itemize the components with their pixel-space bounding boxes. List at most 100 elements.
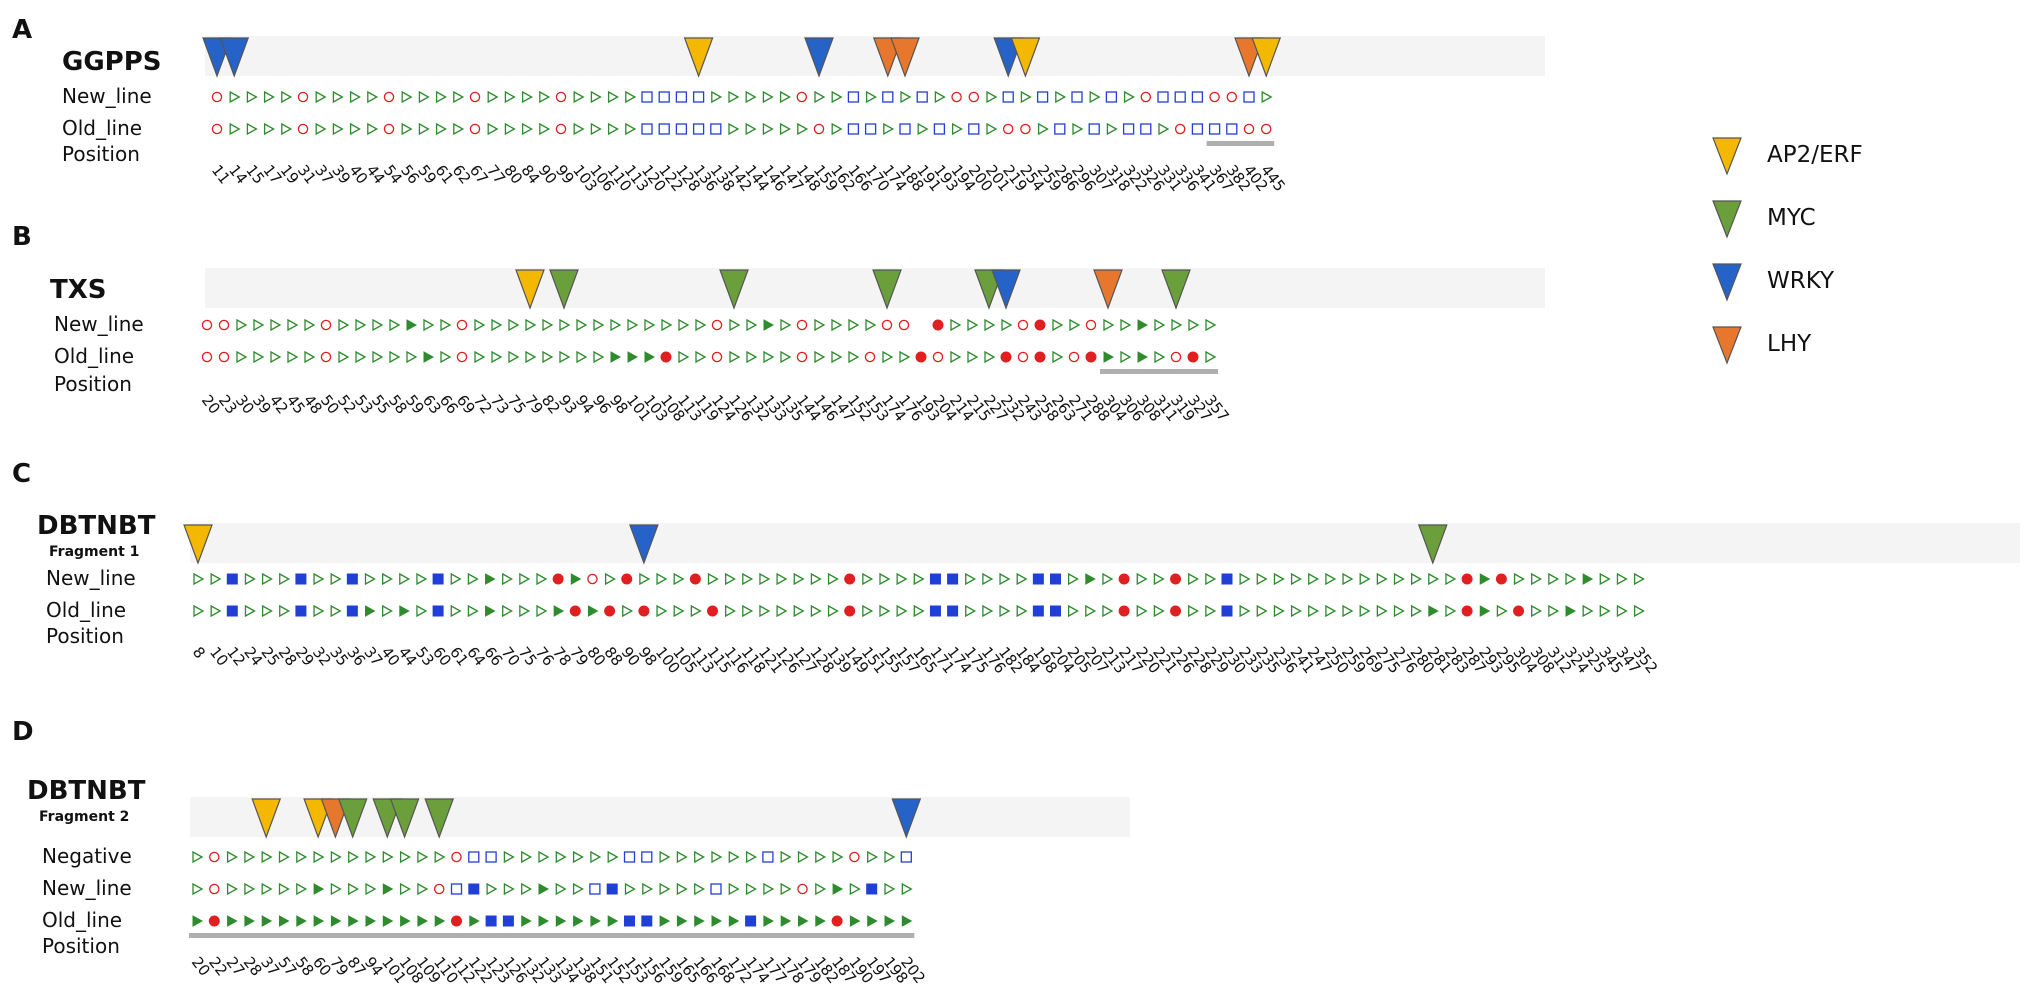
filled-square-mark (295, 605, 307, 617)
filled-circle-mark (1513, 605, 1525, 617)
filled-circle-mark (707, 605, 718, 617)
tf-binding-site-marker (515, 269, 545, 310)
open-triangle-mark (365, 882, 377, 896)
row-label: New_line (42, 876, 132, 900)
open-square-mark (1191, 91, 1204, 103)
filled-triangle-mark (815, 915, 826, 927)
filled-triangle-mark (587, 605, 599, 617)
filled-triangle-mark (728, 915, 740, 927)
open-triangle-mark (797, 850, 809, 864)
open-circle-mark (711, 351, 723, 363)
open-triangle-mark (210, 604, 222, 618)
open-circle-mark (383, 91, 395, 103)
tf-binding-site-marker (183, 524, 213, 565)
open-triangle-mark (263, 122, 275, 136)
filled-circle-mark (1170, 605, 1182, 617)
open-triangle-mark (401, 90, 413, 104)
position-label: 8 (189, 643, 209, 662)
open-triangle-mark (381, 604, 393, 618)
open-triangle-mark (848, 318, 860, 332)
open-triangle-mark (474, 350, 486, 364)
legend-item: WRKY (1712, 263, 1835, 302)
open-triangle-mark (487, 90, 499, 104)
tf-binding-site-marker (1417, 524, 1448, 565)
open-square-mark (1226, 123, 1238, 135)
open-circle-mark (218, 351, 230, 363)
open-triangle-mark (330, 572, 342, 586)
open-triangle-mark (542, 318, 554, 332)
open-triangle-mark (521, 882, 533, 896)
open-square-mark (692, 91, 705, 103)
tf-binding-site-marker (629, 524, 659, 565)
open-triangle-mark (349, 122, 361, 136)
open-triangle-mark (1308, 572, 1320, 586)
open-triangle-mark (1359, 572, 1371, 586)
filled-square-mark (226, 573, 238, 585)
open-triangle-mark (676, 882, 688, 896)
open-triangle-mark (950, 318, 962, 332)
open-triangle-mark (1205, 604, 1217, 618)
open-circle-mark (932, 351, 944, 363)
open-triangle-mark (372, 318, 384, 332)
open-triangle-mark (780, 350, 792, 364)
filled-triangle-mark (365, 605, 376, 617)
gene-name: DBTNBT (27, 776, 146, 806)
open-triangle-mark (1256, 604, 1268, 618)
open-triangle-mark (474, 318, 486, 332)
filled-square-mark (947, 605, 959, 617)
open-triangle-mark (538, 850, 550, 864)
filled-square-mark (1050, 573, 1061, 585)
open-triangle-mark (780, 850, 792, 864)
open-triangle-mark (503, 850, 515, 864)
open-triangle-mark (261, 604, 273, 618)
open-triangle-mark (1239, 604, 1251, 618)
tf-binding-site-marker (1010, 37, 1041, 78)
filled-triangle-mark (570, 573, 582, 585)
open-circle-mark (201, 319, 213, 331)
open-triangle-mark (729, 350, 741, 364)
open-triangle-mark (253, 318, 265, 332)
tf-binding-site-marker (719, 269, 749, 310)
open-triangle-mark (229, 122, 241, 136)
tf-binding-site-marker (1093, 269, 1123, 310)
open-triangle-mark (244, 572, 256, 586)
filled-square-mark (226, 605, 238, 617)
open-triangle-mark (779, 122, 791, 136)
open-triangle-mark (951, 122, 963, 136)
open-triangle-mark (1496, 604, 1508, 618)
open-triangle-mark (1153, 572, 1165, 586)
open-triangle-mark (879, 604, 891, 618)
open-triangle-mark (313, 850, 325, 864)
filled-triangle-mark (573, 915, 584, 927)
open-triangle-mark (896, 572, 908, 586)
open-triangle-mark (831, 122, 843, 136)
filled-square-mark (1221, 605, 1233, 617)
filled-square-mark (929, 573, 941, 585)
open-triangle-mark (502, 572, 514, 586)
open-triangle-mark (1342, 604, 1354, 618)
open-triangle-mark (1068, 604, 1079, 618)
open-triangle-mark (349, 90, 361, 104)
open-triangle-mark (882, 350, 894, 364)
open-triangle-mark (1016, 572, 1028, 586)
open-triangle-mark (536, 572, 548, 586)
panel-a: AGGPPSNew_lineOld_linePosition1114151719… (12, 15, 1545, 195)
open-triangle-mark (967, 350, 979, 364)
open-triangle-mark (1102, 572, 1114, 586)
open-triangle-mark (815, 850, 827, 864)
open-triangle-mark (607, 850, 619, 864)
filled-triangle-mark (348, 915, 359, 927)
open-triangle-mark (332, 90, 344, 104)
open-triangle-mark (695, 350, 707, 364)
open-triangle-mark (780, 318, 792, 332)
open-triangle-mark (296, 882, 308, 896)
filled-circle-mark (1187, 351, 1199, 363)
open-triangle-mark (1616, 604, 1628, 618)
filled-triangle-mark (644, 351, 656, 363)
open-circle-mark (1209, 91, 1220, 103)
open-circle-mark (796, 91, 808, 103)
open-square-mark (450, 883, 463, 895)
filled-triangle-mark (867, 915, 878, 927)
open-triangle-mark (278, 850, 290, 864)
